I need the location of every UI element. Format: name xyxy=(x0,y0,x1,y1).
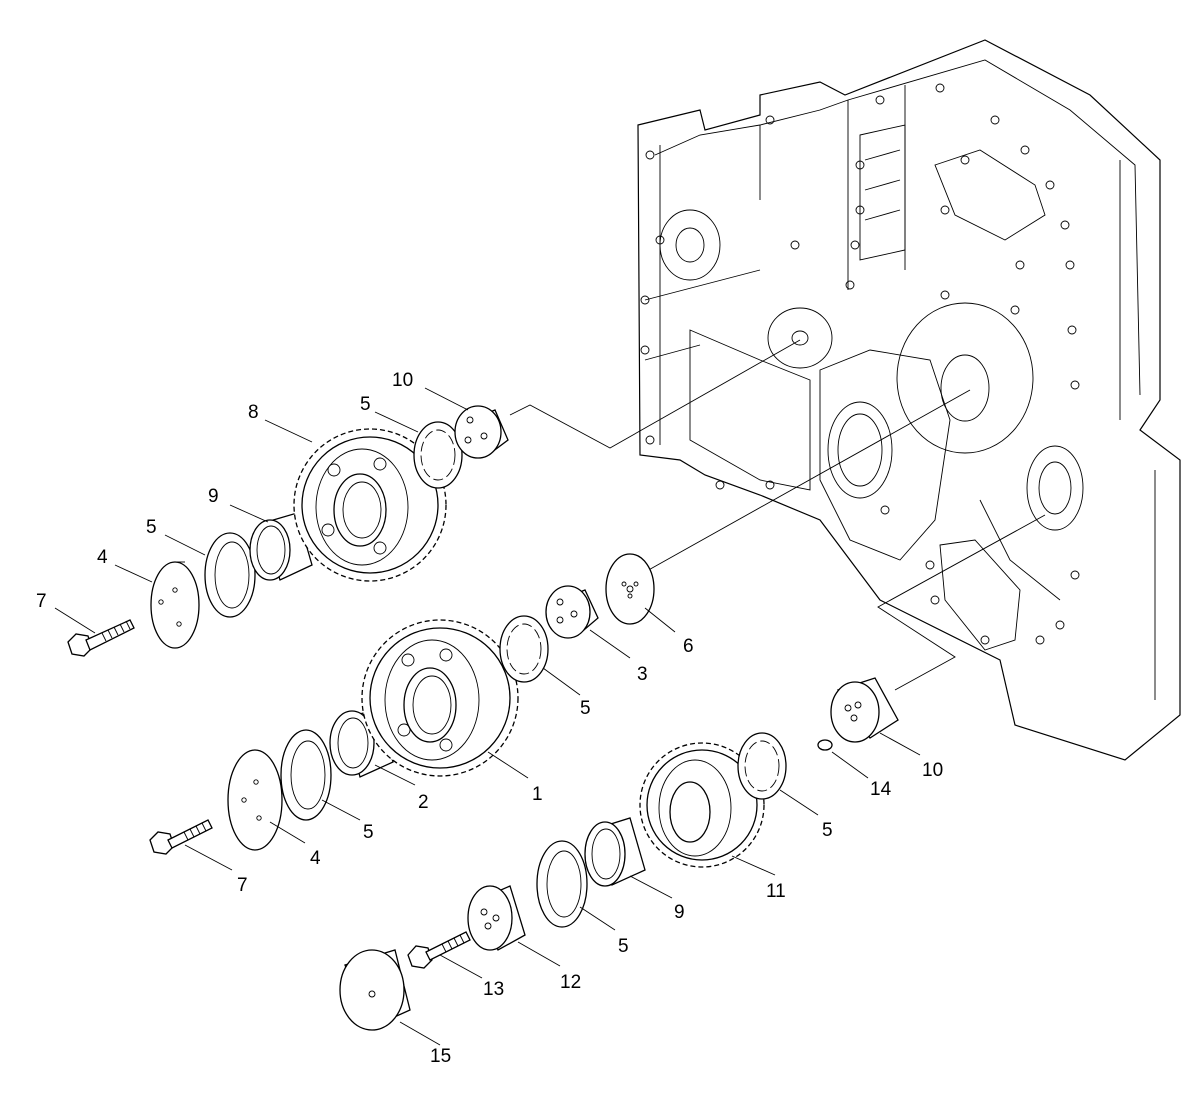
callout-9: 9 xyxy=(208,486,219,507)
callout-4: 4 xyxy=(310,848,321,869)
callout-10: 10 xyxy=(392,370,413,391)
callout-12: 12 xyxy=(560,972,581,993)
washer-4-upper xyxy=(150,561,200,649)
callout-3: 3 xyxy=(637,664,648,685)
bolt-13 xyxy=(407,931,471,969)
callout-5: 5 xyxy=(363,822,374,843)
thrust-washer-5-mid-right xyxy=(499,615,549,683)
thrust-washer-5-lower-left xyxy=(536,840,588,928)
plate-6 xyxy=(605,553,655,625)
bolt-7-lower xyxy=(149,819,213,855)
callout-7: 7 xyxy=(36,591,47,612)
callout-7: 7 xyxy=(237,875,248,896)
callout-5: 5 xyxy=(618,936,629,957)
callout-15: 15 xyxy=(430,1046,451,1067)
thrust-washer-5-upper-left xyxy=(204,532,256,618)
callout-2: 2 xyxy=(418,792,429,813)
hub-10-upper xyxy=(454,405,509,459)
cap-15 xyxy=(339,949,411,1031)
callout-13: 13 xyxy=(483,979,504,1000)
leader-lines xyxy=(54,387,921,1046)
callout-10: 10 xyxy=(922,760,943,781)
thrust-washer-5-upper-right xyxy=(413,421,463,489)
callout-14: 14 xyxy=(870,779,892,800)
callout-5: 5 xyxy=(146,517,157,538)
callout-labels: 8 5 10 9 5 4 7 3 6 5 1 2 5 4 7 5 10 14 1… xyxy=(36,370,943,1067)
callout-6: 6 xyxy=(683,636,694,657)
hub-12 xyxy=(467,885,526,951)
bolt-7-upper xyxy=(67,619,135,657)
callout-8: 8 xyxy=(248,402,259,423)
pin-14 xyxy=(817,739,833,751)
callout-1: 1 xyxy=(532,784,543,805)
hub-10-lower xyxy=(830,677,899,743)
callout-5: 5 xyxy=(822,820,833,841)
gear-housing xyxy=(637,39,1181,761)
housing-bolt-holes xyxy=(640,83,1080,645)
callout-4: 4 xyxy=(97,547,108,568)
hub-3 xyxy=(545,585,599,639)
gear-11 xyxy=(639,742,765,868)
assembly-lines xyxy=(509,339,1046,691)
callout-5: 5 xyxy=(580,698,591,719)
main-gear-1 xyxy=(361,619,519,777)
thrust-washer-5-lower-right xyxy=(737,732,787,800)
idler-gear-8 xyxy=(293,428,447,582)
callout-11: 11 xyxy=(766,881,786,902)
callout-5: 5 xyxy=(360,394,371,415)
callout-9: 9 xyxy=(674,902,685,923)
thrust-washer-5-mid-left xyxy=(280,729,332,821)
bushing-9-lower xyxy=(584,817,646,887)
washer-4-lower xyxy=(227,749,283,851)
